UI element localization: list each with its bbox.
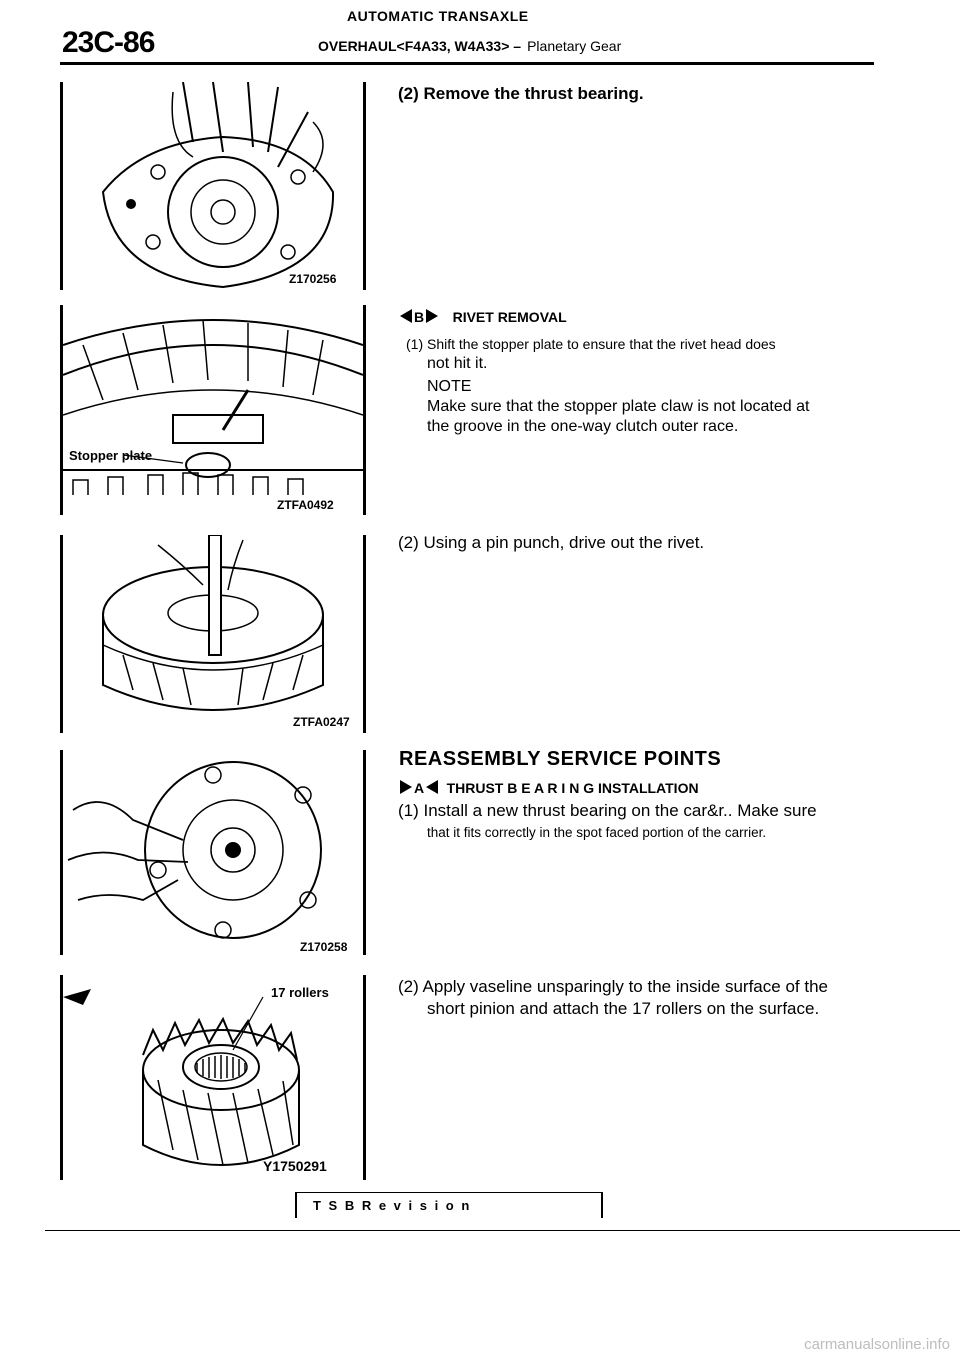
rivet-step-1-line-1: (1) Shift the stopper plate to ensure th… (406, 336, 776, 352)
note-label: NOTE (427, 378, 472, 395)
apply-step-2-line-2: short pinion and attach the 17 rollers o… (427, 999, 820, 1018)
figure-pin-punch: ZTFA0247 (60, 535, 366, 733)
subtitle-prefix: OVERHAUL<F4A33, W4A33> – (318, 38, 522, 54)
arrow-right-icon (426, 309, 439, 323)
note-line-2: the groove in the one-way clutch outer r… (427, 418, 739, 435)
reassembly-heading: REASSEMBLY SERVICE POINTS (399, 748, 722, 770)
figure-code: ZTFA0247 (293, 715, 350, 729)
thrust-bearing-installation-heading: A THRUST B E A R I N G INSTALLATION (400, 777, 699, 800)
thrust-bearing-installation-title: THRUST B E A R I N G INSTALLATION (446, 780, 699, 796)
figure-17-rollers: 17 rollers Y1750291 (60, 975, 366, 1180)
figure-code: Z170256 (289, 272, 337, 286)
rivet-removal-heading: B RIVET REMOVAL (400, 306, 567, 329)
arrow-left-icon (426, 780, 439, 794)
section-subtitle: OVERHAUL<F4A33, W4A33> – Planetary Gear (318, 38, 621, 54)
note-line-1: Make sure that the stopper plate claw is… (427, 398, 810, 415)
illustration-stopper-plate-ring (63, 319, 363, 495)
arrow-left-icon (400, 309, 412, 323)
bearing-marker: A (414, 780, 425, 796)
callout-stopper-plate: Stopper plate (69, 448, 153, 463)
figure-code: Y1750291 (263, 1158, 327, 1174)
figure-install-bearing: Z170258 (60, 750, 366, 955)
tsb-revision: T S B R e v i s i o n (295, 1192, 603, 1218)
apply-step-2-line-1: (2) Apply vaseline unsparingly to the in… (398, 977, 828, 996)
rivet-marker: B (414, 309, 425, 325)
arrow-right-icon (400, 780, 412, 794)
watermark: carmanualsonline.info (804, 1336, 950, 1353)
bearing-step-1-line-1: (1) Install a new thrust bearing on the … (398, 801, 817, 820)
step-remove-thrust-bearing: (2) Remove the thrust bearing. (398, 84, 644, 103)
illustration-pinion-rollers (63, 989, 300, 1166)
illustration-install-bearing (67, 761, 322, 939)
footer-rule (45, 1230, 960, 1231)
figure-remove-thrust-bearing: Z170256 (60, 82, 366, 290)
figure-code: Z170258 (300, 940, 348, 954)
section-title: AUTOMATIC TRANSAXLE (347, 8, 529, 24)
rivet-step-2: (2) Using a pin punch, drive out the riv… (398, 533, 705, 552)
figure-code: ZTFA0492 (277, 498, 334, 512)
rivet-step-1-line-2: not hit it. (427, 355, 488, 372)
subtitle-topic: Planetary Gear (527, 38, 622, 54)
illustration-pin-punch-rivet (102, 535, 324, 711)
figure-stopper-plate: Stopper plate ZTFA0492 (60, 305, 366, 515)
header-rule (60, 62, 874, 65)
page-number: 23C-86 (62, 26, 155, 59)
rivet-removal-title: RIVET REMOVAL (452, 309, 567, 325)
bearing-step-1-line-2: that it fits correctly in the spot faced… (427, 825, 767, 840)
illustration-hands-on-carrier (101, 82, 335, 289)
callout-17-rollers: 17 rollers (271, 985, 329, 1000)
